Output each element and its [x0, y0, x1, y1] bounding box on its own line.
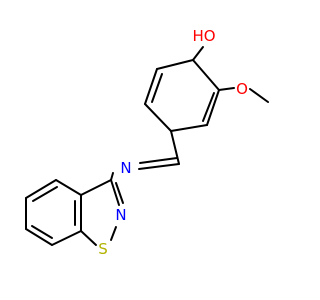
- sulfur-label: S: [98, 240, 108, 258]
- bond: [55, 179, 82, 196]
- bond: [138, 163, 180, 170]
- bond: [51, 230, 82, 246]
- bond: [80, 230, 97, 246]
- imine-double-bond: [138, 157, 180, 170]
- bond: [31, 225, 53, 239]
- bond: [139, 157, 178, 164]
- sulfur-text: S: [98, 240, 108, 258]
- bond: [144, 68, 158, 105]
- molecule-structure: HO O N N S: [25, 27, 269, 258]
- bond: [32, 186, 58, 202]
- methoxy-oxygen-label: O: [236, 80, 248, 98]
- bond: [156, 59, 194, 70]
- bond: [170, 124, 208, 132]
- benzene-ring: [25, 179, 82, 246]
- methoxy-oxygen-text: O: [236, 80, 248, 98]
- bond: [25, 228, 53, 246]
- bond: [151, 73, 163, 103]
- bond: [25, 179, 57, 199]
- ring-nitrogen-text: N: [115, 206, 126, 224]
- isothiazole-ring: [80, 179, 124, 246]
- phenol-ring: [144, 59, 220, 132]
- imine-nitrogen-label: N: [120, 159, 131, 177]
- bond: [115, 182, 124, 204]
- hydroxyl-text: HO: [192, 27, 215, 45]
- bond-to-hydroxyl: [192, 46, 204, 61]
- bond-to-methoxy-oxygen: [218, 87, 235, 91]
- hydroxyl-label: HO: [192, 27, 215, 45]
- bond: [110, 226, 117, 241]
- molecule-canvas: HO O N N S: [25, 27, 269, 258]
- bond-imine-n-to-c3: [110, 172, 114, 181]
- imine-nitrogen-text: N: [120, 159, 131, 177]
- bond: [192, 59, 220, 91]
- bond: [110, 179, 120, 206]
- bond: [80, 179, 112, 196]
- bond: [202, 92, 215, 122]
- ring-nitrogen-label: N: [115, 206, 126, 224]
- bond: [144, 103, 172, 132]
- bond: [206, 89, 220, 126]
- bond-methoxy-methyl: [249, 88, 269, 103]
